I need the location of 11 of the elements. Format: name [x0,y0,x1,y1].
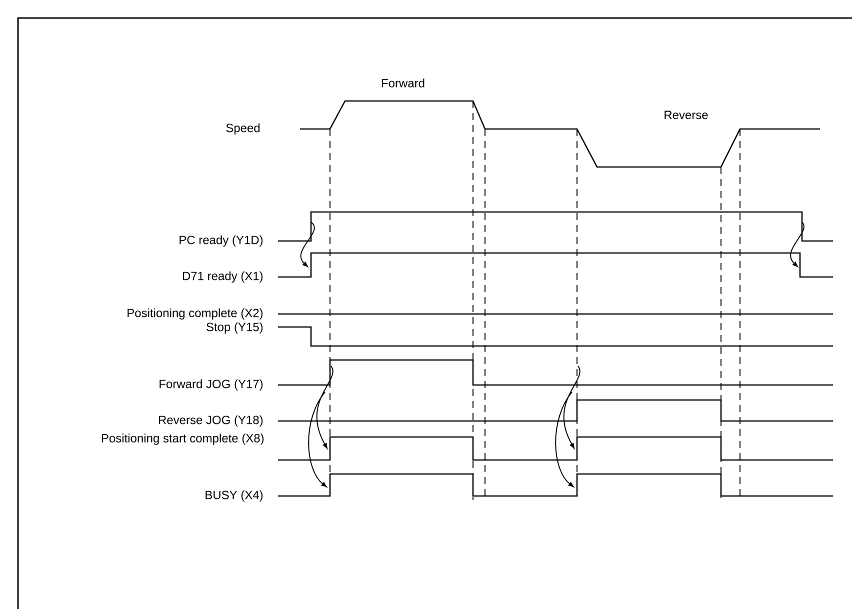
signal-label: BUSY (X4) [206,490,263,502]
signal-label: Positioning start complete (X8) [102,434,264,445]
signal-label: Stop (Y15) [206,322,263,334]
signal-label: Reverse JOG (Y18) [158,415,263,427]
signal-label: Speed [226,123,260,135]
waveform-label: Reverse [664,110,708,120]
signal-label: PC ready (Y1D) [180,235,263,247]
signal-label: Forward JOG (Y17) [160,379,263,391]
signal-label: Positioning complete (X2) [128,308,263,320]
waveform-label: Forward [382,78,424,88]
signal-label: D71 ready (X1) [182,271,263,283]
